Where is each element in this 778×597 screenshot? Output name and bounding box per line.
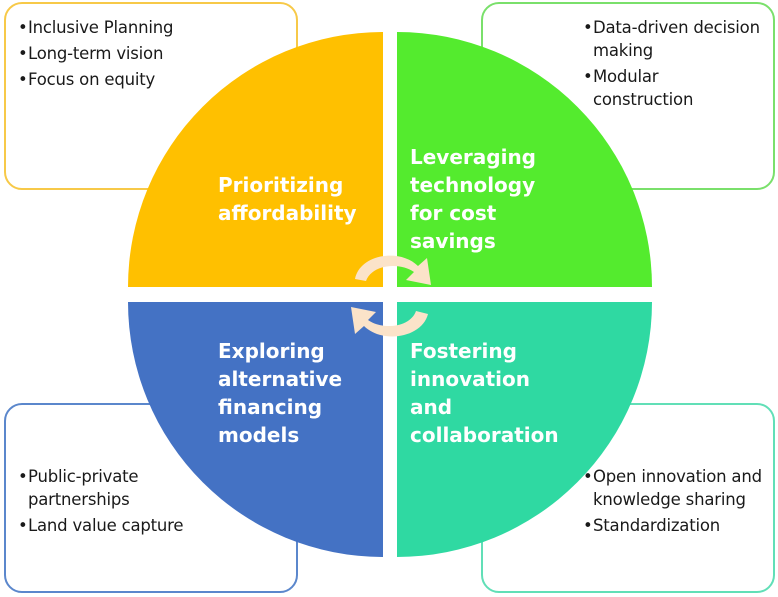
bullet-item: Land value capture bbox=[18, 514, 218, 537]
bullet-item: Standardization bbox=[583, 514, 768, 537]
cycle-arrow-top-icon bbox=[355, 255, 431, 285]
bullet-item: Public-private partnerships bbox=[18, 465, 218, 511]
quadrant-top-left bbox=[128, 32, 383, 287]
bullet-item: Modular construction bbox=[583, 65, 763, 111]
bullet-item: Long-term vision bbox=[18, 42, 288, 65]
quadrant-bottom-left bbox=[128, 302, 383, 557]
bullet-item: Inclusive Planning bbox=[18, 16, 288, 39]
quadrant-bottom-right bbox=[397, 302, 652, 557]
cycle-arrow-bottom-icon bbox=[351, 307, 428, 337]
quadrant-label-bottom-left: Exploring alternative financing models bbox=[218, 339, 349, 447]
bullet-item: Focus on equity bbox=[18, 68, 288, 91]
quadrant-label-top-right: Leveraging technology for cost savings bbox=[410, 145, 543, 253]
quadrant-label-bottom-right: Fostering innovation and collaboration bbox=[410, 339, 559, 447]
quadrant-top-right bbox=[397, 32, 652, 287]
bullet-item: Open innovation and knowledge sharing bbox=[583, 465, 768, 511]
quadrant-label-top-left: Prioritizing affordability bbox=[218, 173, 357, 225]
cycle-arrows-icon bbox=[351, 255, 431, 337]
bullet-item: Data-driven decision making bbox=[583, 16, 763, 62]
